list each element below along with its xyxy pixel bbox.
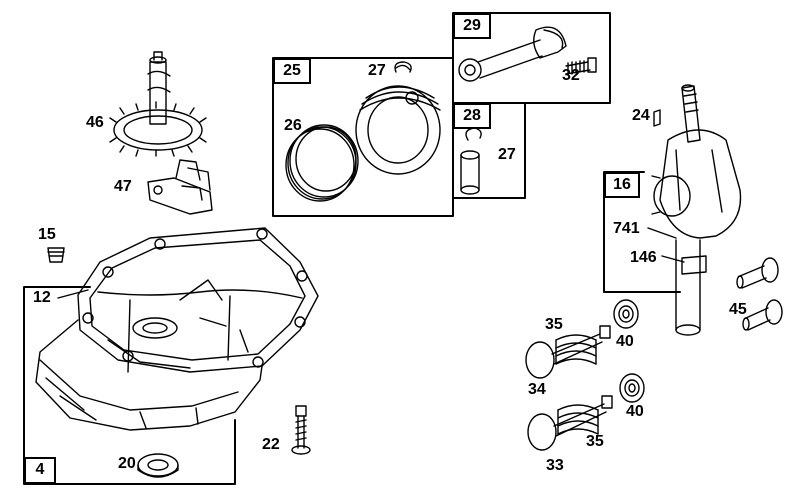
box-label-28: 28 — [453, 103, 491, 129]
callout-15: 15 — [38, 226, 56, 243]
bolt — [291, 405, 311, 455]
box-label-25: 25 — [273, 58, 311, 84]
piston-rings — [285, 124, 359, 202]
callout-34: 34 — [528, 381, 546, 398]
leader-741 — [647, 227, 677, 239]
callout-40-upper: 40 — [616, 333, 634, 350]
leader-146 — [661, 255, 685, 263]
callout-27-piston: 27 — [368, 62, 386, 79]
callout-35-lower: 35 — [586, 433, 604, 450]
callout-27-pin: 27 — [498, 146, 516, 163]
retainer-upper — [613, 299, 639, 329]
callout-146: 146 — [630, 249, 657, 266]
callout-47: 47 — [114, 178, 132, 195]
pin-clip — [465, 127, 482, 141]
rod-bolt — [565, 57, 597, 76]
callout-40-lower: 40 — [626, 403, 644, 420]
piston — [355, 64, 441, 175]
valve-lower — [527, 395, 613, 451]
callout-45: 45 — [729, 301, 747, 318]
callout-46: 46 — [86, 114, 104, 131]
valve-upper — [525, 325, 611, 379]
leader-12 — [57, 289, 89, 299]
callout-741: 741 — [613, 220, 640, 237]
piston-clip — [394, 61, 412, 73]
retainer-lower — [619, 373, 645, 403]
crankshaft — [651, 84, 742, 336]
box-29-frame — [452, 12, 611, 104]
piston-pin — [460, 150, 480, 195]
bearing — [137, 453, 179, 478]
box-label-4: 4 — [24, 457, 56, 484]
connecting-rod — [458, 26, 567, 82]
oil-plug — [47, 247, 65, 263]
callout-26: 26 — [284, 117, 302, 134]
key — [653, 109, 661, 127]
callout-20: 20 — [118, 455, 136, 472]
tappet-lower — [742, 299, 783, 331]
box-4-frame — [23, 286, 236, 485]
crankcase — [35, 227, 319, 431]
callout-22: 22 — [262, 436, 280, 453]
tappet-upper — [736, 257, 779, 289]
callout-24: 24 — [632, 107, 650, 124]
callout-33: 33 — [546, 457, 564, 474]
box-label-16: 16 — [604, 172, 640, 198]
callout-32: 32 — [562, 67, 580, 84]
valve-spring-lower — [557, 404, 599, 435]
callout-35-upper: 35 — [545, 316, 563, 333]
cam-gear — [109, 51, 207, 157]
box-label-29: 29 — [453, 13, 491, 39]
governor — [147, 159, 213, 215]
callout-12: 12 — [33, 289, 51, 306]
